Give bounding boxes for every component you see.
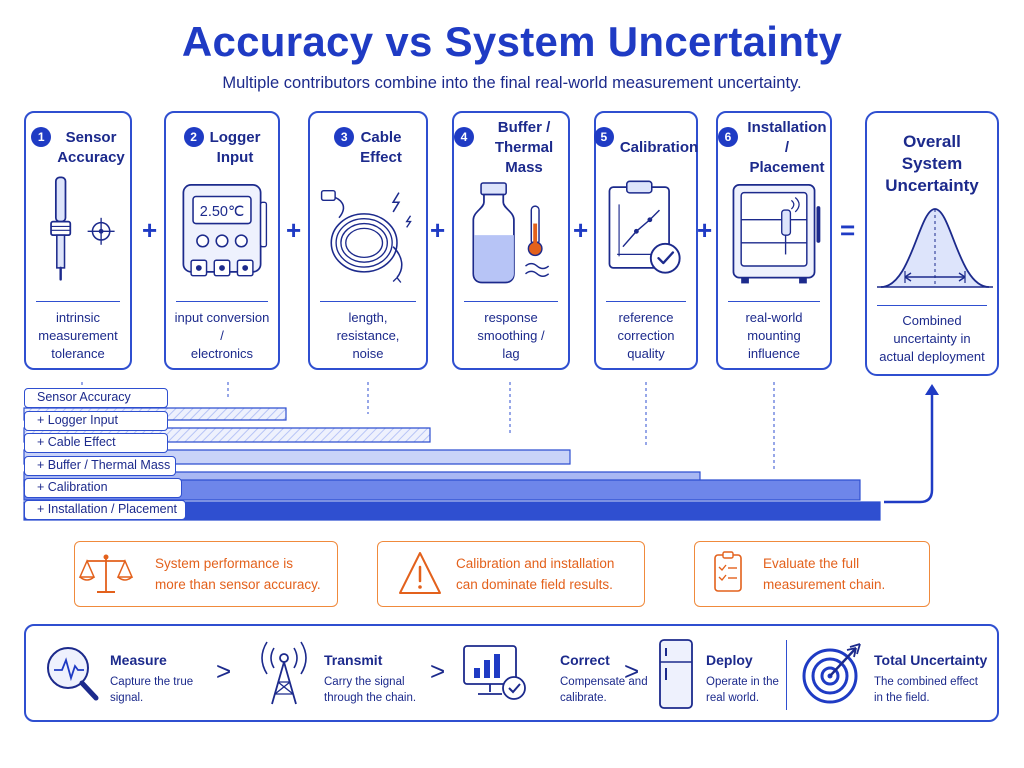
chevron-right-icon: > <box>624 656 640 686</box>
step-number-badge: 3 <box>334 127 355 147</box>
step-title: Deploy <box>706 652 753 668</box>
cumulative-uncertainty-stack: Sensor Accuracy + Logger Input + Cable E… <box>0 380 1024 525</box>
stack-label: + Calibration <box>24 478 182 498</box>
step-title: Measure <box>110 652 167 668</box>
step-title: Transmit <box>324 652 383 668</box>
balance-scale-icon <box>75 549 137 599</box>
stack-label: + Installation / Placement <box>24 500 186 520</box>
equals-operator: = <box>840 215 856 245</box>
step-number-badge: 2 <box>183 127 204 147</box>
stack-label: + Logger Input <box>24 411 168 431</box>
cable-coil-icon <box>310 175 426 303</box>
plus-operator: + <box>286 215 302 245</box>
card-description: input conversion /electronics <box>174 310 270 361</box>
fridge-installation-icon <box>718 175 830 303</box>
page-subtitle: Multiple contributors combine into the f… <box>222 74 802 92</box>
step-number-badge: 6 <box>718 127 738 147</box>
step-number-badge: 1 <box>31 127 52 147</box>
step-title: Correct <box>560 652 610 668</box>
refrigerator-icon <box>654 636 698 712</box>
warning-triangle-icon <box>378 549 450 599</box>
step-number-badge: 5 <box>593 127 614 147</box>
magnifier-signal-icon <box>42 640 108 706</box>
step-title: Total Uncertainty <box>874 652 988 668</box>
data-logger-icon: 2.50℃ <box>166 175 278 303</box>
plus-operator: + <box>142 215 158 245</box>
calibration-clipboard-icon <box>596 175 696 303</box>
antenna-tower-icon <box>254 638 320 708</box>
stack-label: + Buffer / Thermal Mass <box>24 456 176 476</box>
stack-label: + Cable Effect <box>24 433 168 453</box>
plus-operator: + <box>430 215 446 245</box>
logger-display-reading: 2.50℃ <box>200 204 244 220</box>
buffer-bottle-icon <box>454 175 568 303</box>
bell-curve-icon <box>867 197 997 305</box>
page-title: Accuracy vs System Uncertainty <box>181 18 843 65</box>
sensor-probe-icon <box>26 175 130 303</box>
card-description: length,resistance,noise <box>336 310 400 361</box>
card-title: Installation /Placement <box>747 119 827 176</box>
plus-operator: + <box>697 215 713 245</box>
monitor-chart-icon <box>460 640 530 706</box>
card-title: Buffer /Thermal Mass <box>494 119 554 176</box>
plus-operator: + <box>573 215 589 245</box>
target-arrow-icon <box>800 640 866 706</box>
card-title: Calibration <box>619 139 699 156</box>
chevron-right-icon: > <box>430 656 446 686</box>
chevron-right-icon: > <box>216 656 232 686</box>
step-number-badge: 4 <box>454 127 474 147</box>
checklist-icon <box>695 549 755 599</box>
stack-label: Sensor Accuracy <box>24 388 168 408</box>
